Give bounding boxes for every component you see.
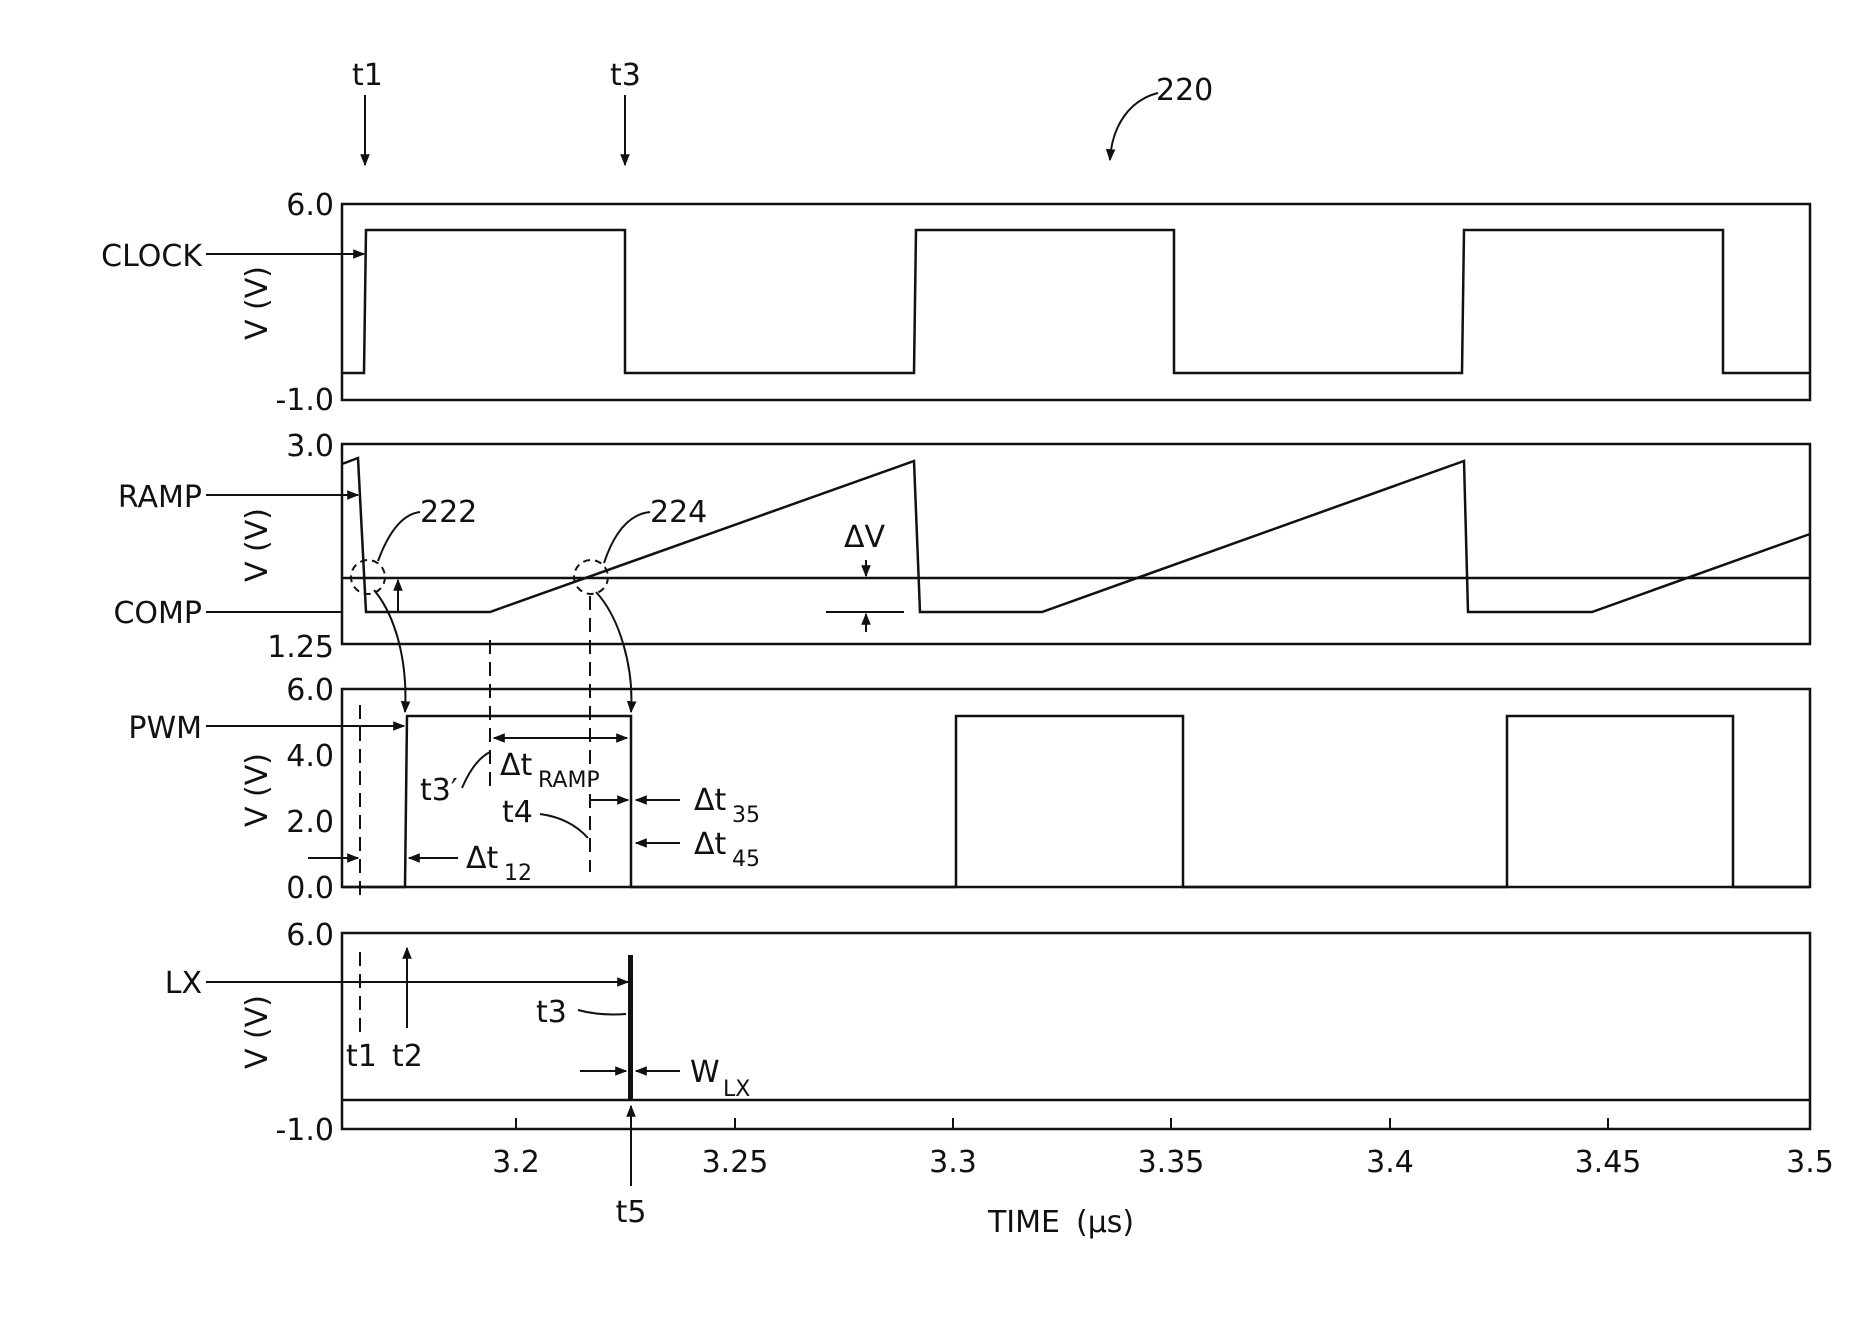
panel-pwm-y-tick-2: 2.0 [286,805,334,840]
x-axis-unit: (μs) [1076,1205,1134,1240]
panel-lx-y-tick-top: 6.0 [286,918,334,953]
panel-ramp-y-tick-top: 3.0 [286,429,334,464]
signal-label-pwm: PWM [128,711,202,746]
signal-label-lx: LX [165,966,202,1001]
figure-ref-arrow [1110,93,1158,160]
top-marker-t3: t3 [610,58,641,93]
x-tick-3-25: 3.25 [702,1145,769,1180]
panel-pwm-y-label: V (V) [240,753,275,827]
panel-clock-frame [342,204,1810,400]
circle-222-label: 222 [420,495,477,530]
panel-lx: 6.0 -1.0 V (V) LX t1 t2 t3 W LX t5 [165,918,1810,1230]
dt45-label: Δt [694,827,727,862]
wlx-label: W [690,1055,720,1090]
delta-v-label: ΔV [844,520,886,555]
lx-t3-leader [578,1010,626,1015]
panel-pwm-y-tick-4: 4.0 [286,739,334,774]
circle-224-label: 224 [650,495,707,530]
panel-ramp-frame [342,444,1810,644]
arrow-222-to-pwm-rise [374,590,405,712]
panel-clock-y-label: V (V) [240,266,275,340]
lx-pulse [628,955,633,1100]
panel-clock-y-tick-top: 6.0 [286,188,334,223]
x-axis: 3.2 3.25 3.3 3.35 3.4 3.45 3.5 TIME (μs) [492,1118,1834,1240]
circle-224-leader [604,512,650,563]
dt45-sub: 45 [732,847,760,872]
panel-ramp: 3.0 1.25 V (V) RAMP COMP 222 224 ΔV [113,429,1810,665]
x-tick-3-2: 3.2 [492,1145,540,1180]
panel-pwm-y-tick-0: 0.0 [286,871,334,906]
panel-ramp-y-label: V (V) [240,508,275,582]
t5-label: t5 [616,1195,647,1230]
lx-t3-label: t3 [536,995,567,1030]
lx-t2-label: t2 [392,1039,423,1074]
circle-222-leader [378,512,420,561]
pwm-waveform [342,716,1810,887]
ramp-waveform [342,458,1810,612]
panel-clock: 6.0 -1.0 V (V) CLOCK [101,188,1810,418]
signal-label-clock: CLOCK [101,239,203,274]
arrow-224-to-pwm-fall [596,592,631,712]
panel-clock-y-tick-bottom: -1.0 [275,383,334,418]
panel-lx-y-label: V (V) [240,995,275,1069]
x-axis-title: TIME [987,1205,1060,1240]
panel-ramp-y-tick-bottom: 1.25 [267,630,334,665]
x-tick-3-3: 3.3 [929,1145,977,1180]
lx-t1-label: t1 [346,1039,377,1074]
top-marker-t1: t1 [352,58,383,93]
x-tick-3-35: 3.35 [1138,1145,1205,1180]
t4-leader [540,814,588,838]
x-tick-3-4: 3.4 [1366,1145,1414,1180]
x-tick-3-5: 3.5 [1786,1145,1834,1180]
dt12-sub: 12 [504,861,532,886]
dt-ramp-label: Δt [500,748,533,783]
wlx-sub: LX [723,1077,750,1102]
clock-waveform [342,230,1810,373]
x-tick-3-45: 3.45 [1575,1145,1642,1180]
t4-label: t4 [502,795,533,830]
panel-pwm-y-tick-6: 6.0 [286,673,334,708]
signal-label-comp: COMP [113,596,202,631]
signal-label-ramp: RAMP [118,480,202,515]
dt12-label: Δt [466,841,499,876]
dt-ramp-sub: RAMP [538,768,600,793]
figure-ref-label: 220 [1156,73,1213,108]
t3-prime-label: t3′ [420,773,458,808]
panel-pwm: 6.0 4.0 2.0 0.0 V (V) PWM Δt RAMP t3′ t4… [128,590,1810,906]
dt35-label: Δt [694,783,727,818]
dt35-sub: 35 [732,803,760,828]
t3-prime-leader [462,752,490,788]
panel-lx-y-tick-bottom: -1.0 [275,1113,334,1148]
